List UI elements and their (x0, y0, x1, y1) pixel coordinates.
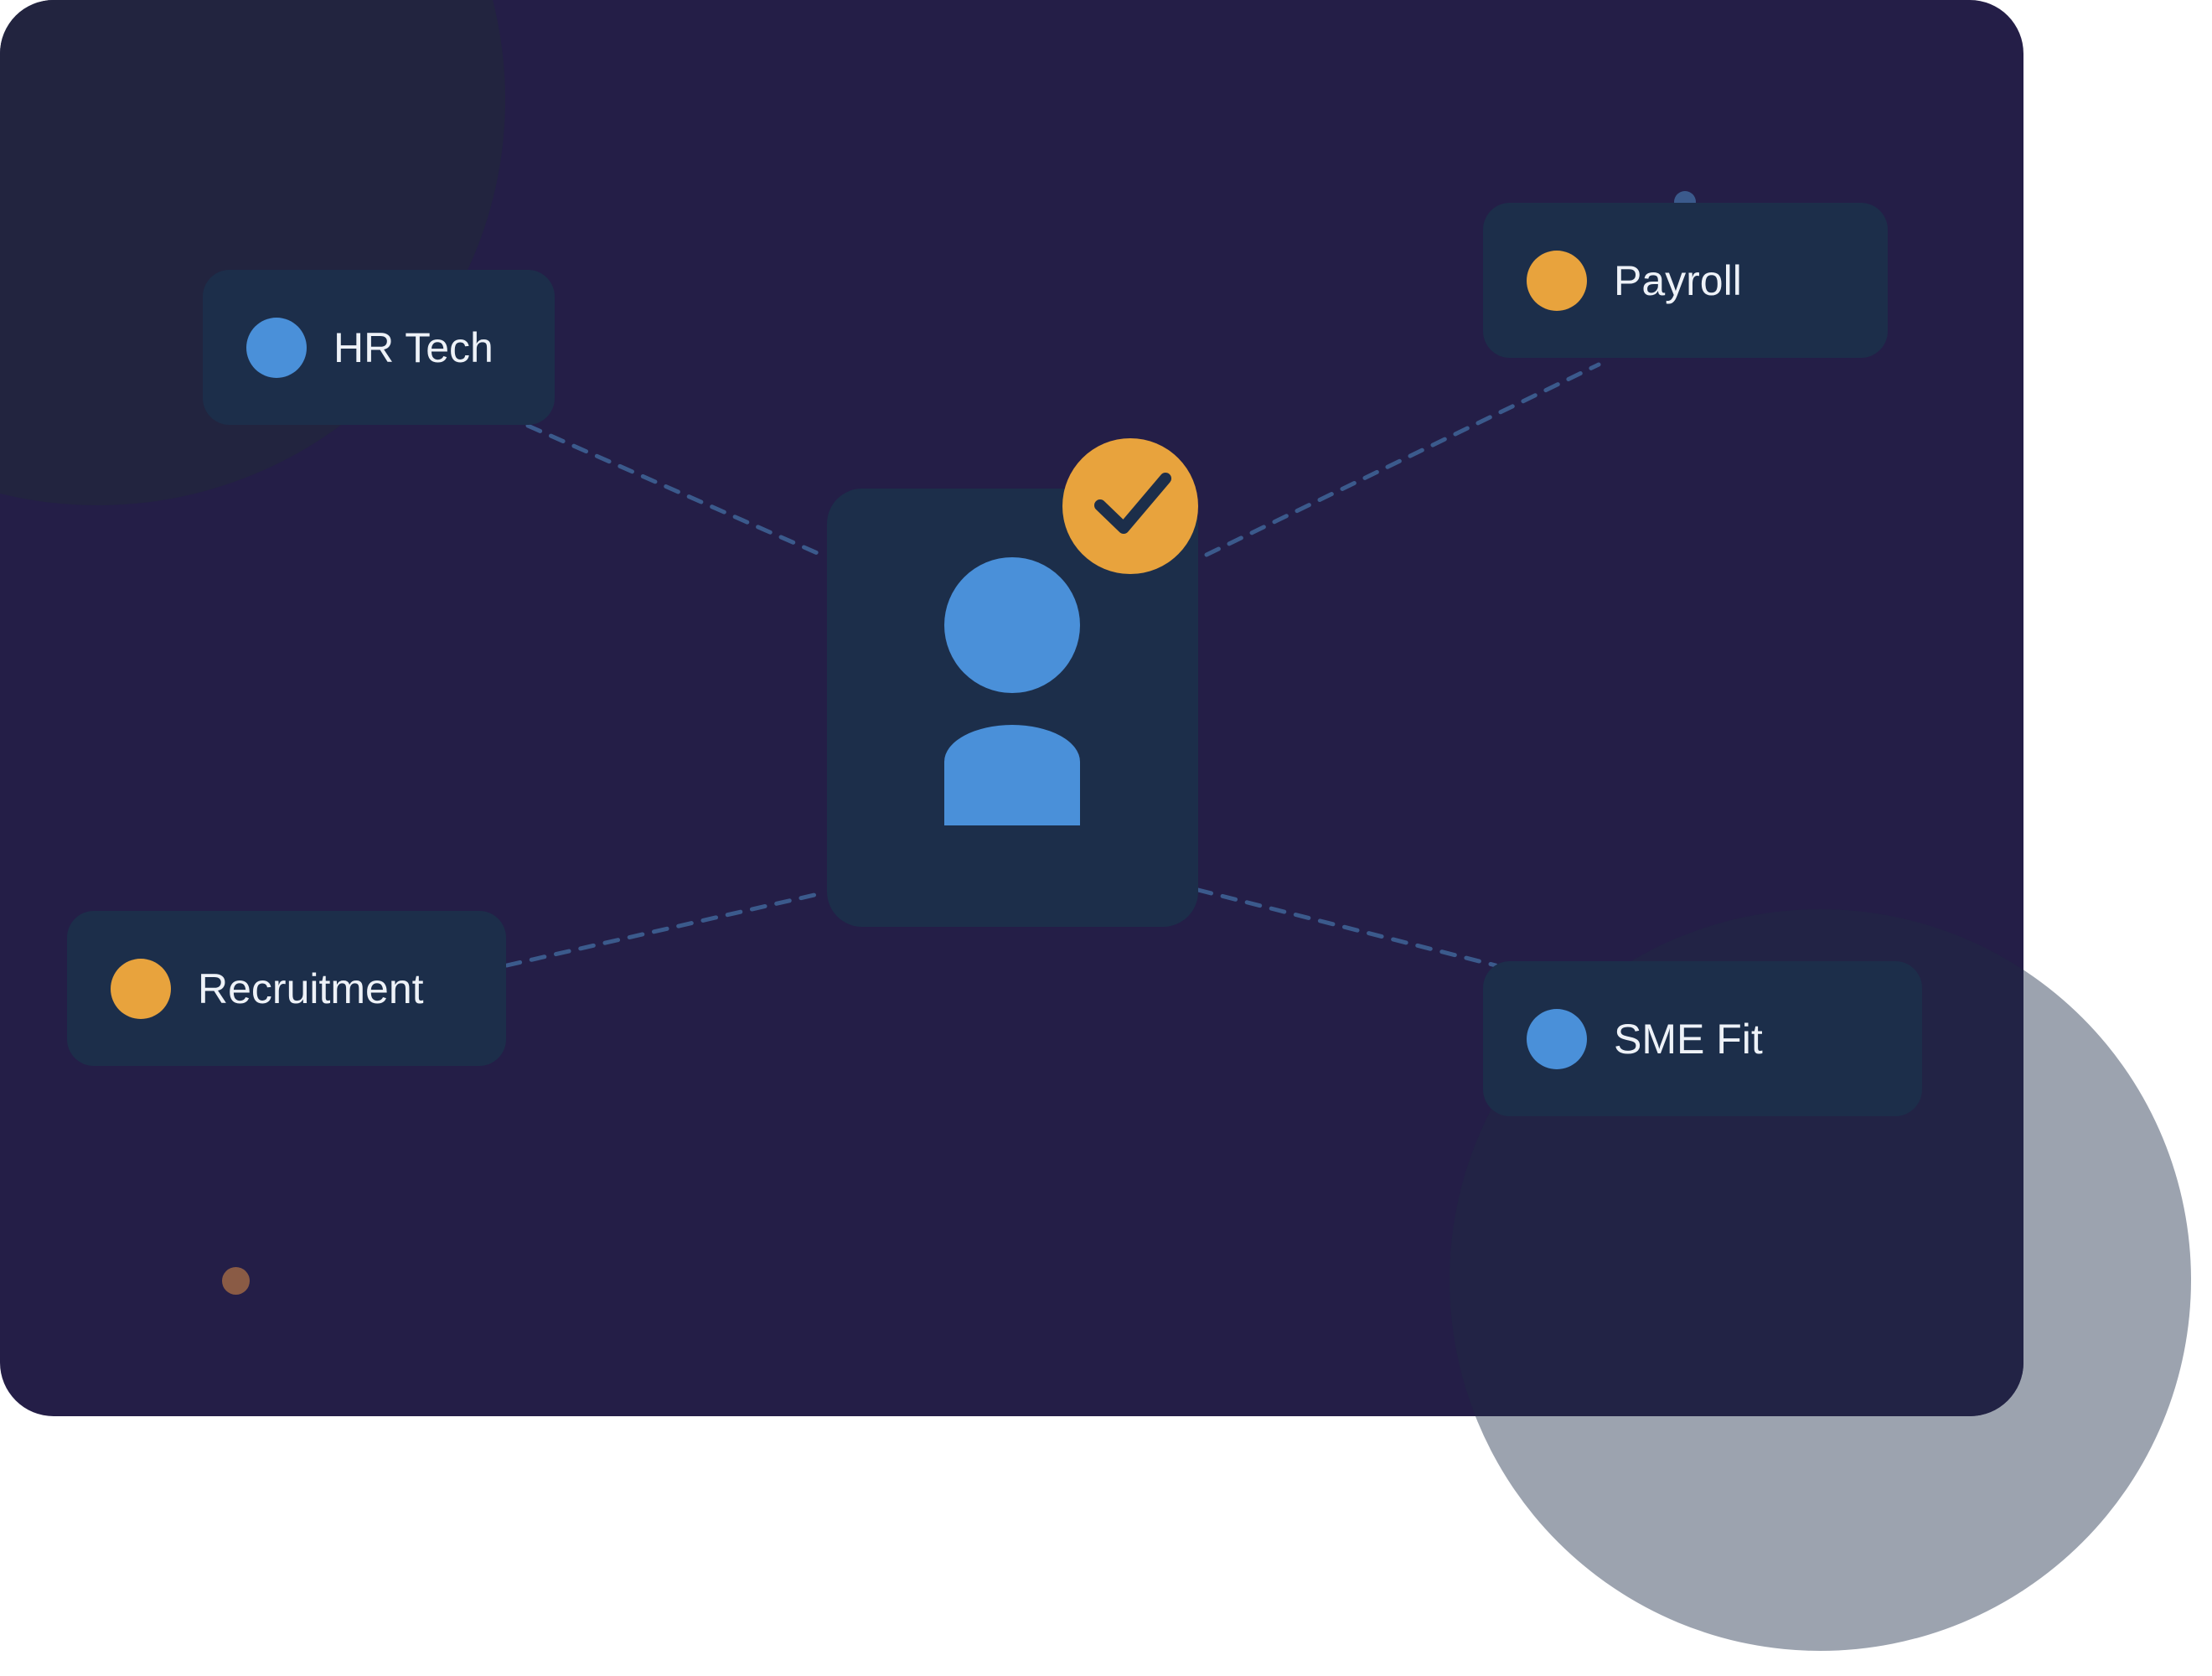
node-sme-fit[interactable]: SME Fit (1483, 961, 1922, 1116)
user-icon-body (944, 725, 1080, 825)
check-icon (1062, 438, 1198, 574)
node-dot (111, 958, 171, 1019)
profile-card[interactable] (827, 489, 1198, 927)
node-label: Recruitment (198, 965, 424, 1012)
node-label: Payroll (1614, 256, 1742, 304)
node-dot (1527, 250, 1587, 311)
node-dot (246, 317, 307, 378)
connector-sme-fit (1196, 887, 1498, 968)
connector-hr-tech (525, 423, 824, 557)
node-dot (1527, 1008, 1587, 1069)
user-icon (944, 557, 1080, 693)
node-payroll[interactable]: Payroll (1483, 203, 1888, 358)
connector-recruitment (504, 890, 828, 968)
connector-payroll (1204, 362, 1601, 557)
node-label: HR Tech (333, 323, 494, 371)
node-hr-tech[interactable]: HR Tech (203, 270, 555, 425)
decorative-dot (222, 1267, 250, 1295)
node-recruitment[interactable]: Recruitment (67, 911, 506, 1066)
connector-lines (504, 362, 1601, 968)
node-label: SME Fit (1614, 1015, 1763, 1063)
